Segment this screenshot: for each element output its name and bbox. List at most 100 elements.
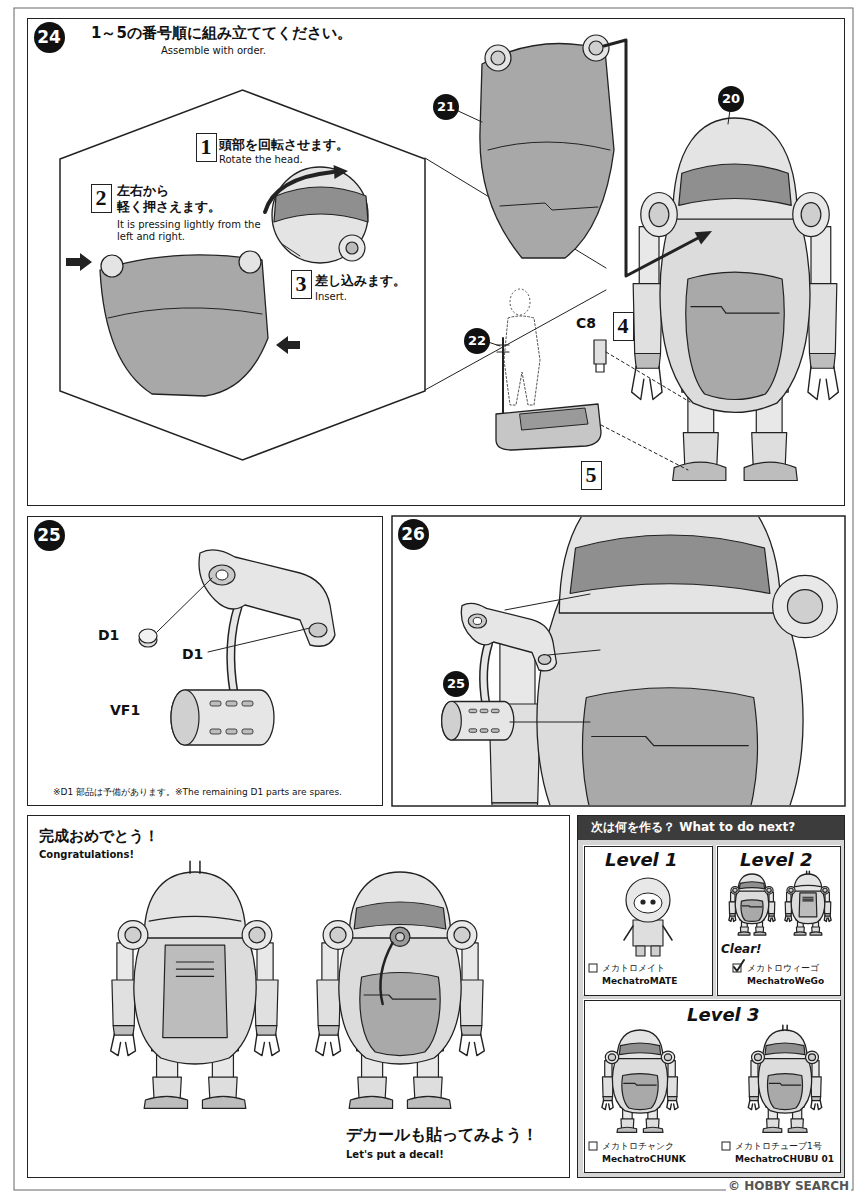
robot-shoulder [808,1054,815,1061]
instruction-text: MechatroCHUNK [602,1154,686,1165]
robot-claw [811,1100,822,1109]
armor-ring [101,255,123,277]
robot-shoulder [641,193,677,237]
panel-line [769,1083,800,1085]
checkbox [722,1142,730,1150]
robot-head [272,167,368,263]
order-box: 4 [613,312,634,341]
robot-head [144,872,246,938]
panel-line [108,308,262,318]
heading-band [577,815,845,840]
step-number: 24 [37,28,61,47]
robot-forearm [602,1077,613,1097]
instruction-text: メカトロチャンク [602,1141,674,1152]
hose-outline [231,607,238,693]
hose-outline [484,643,489,703]
robot-shoulder [118,921,148,950]
robot-forearm [811,1077,821,1097]
harness-part [442,603,557,740]
robot-claw [808,366,838,399]
checkbox [589,1142,597,1150]
instruction-text: Clear! [721,942,762,956]
robot-foot [144,1096,187,1108]
robot-shoulder [806,1051,819,1063]
robot-antenna [807,871,810,874]
callout-number: 22 [468,334,486,348]
harness-ring [209,565,235,585]
order-number: 2 [96,186,107,210]
part-number: VF1 [110,702,140,719]
cylinder-end [442,702,462,741]
robot-wrist [809,354,835,369]
instruction-text: 左右から 軽く押さえます。 [117,183,229,214]
robot-body [537,594,803,806]
panel-line [488,142,610,150]
robot-foot [788,1127,807,1132]
step-panel: Level 1メカトロメイトMechatroMATE [584,846,713,996]
step-panel: 25※D1 部品は予備があります。※The remaining D1 parts… [27,516,383,806]
robot-visor [570,535,770,594]
panel-line [282,244,300,256]
head-band [795,885,820,886]
harness-yoke [199,550,335,646]
cylinder-vent [210,701,221,706]
robot-shoulder [767,888,771,892]
card-ground [583,999,840,1172]
hexagon-outline [60,90,425,460]
armor-part [100,255,268,396]
harness-ring [309,623,327,637]
callout-number: 21 [437,100,455,114]
robot-foot [202,1096,245,1108]
robot-body [758,1055,811,1114]
robot-shoulder [323,921,353,950]
robot-front-plate [686,272,784,399]
panel-line [592,737,749,746]
robot-claw [255,1034,280,1056]
order-box: 5 [581,461,602,490]
leader-line [510,722,590,723]
mate-figure [624,878,672,956]
step-26-art [442,517,838,805]
order-number: 1 [201,135,212,159]
robot-shoulder [789,888,793,892]
instruction-text: 差し込みます。 [315,273,406,289]
step-25-art [139,550,335,745]
robot-foot [744,462,797,480]
step-circle: 25 [34,520,65,551]
head-ring [339,235,365,261]
check-mark [734,960,744,971]
head-ring [346,242,358,254]
robot-claw [460,1034,485,1056]
armor-ring [491,51,505,65]
leader-line [505,594,590,610]
robot-shoulder [608,1054,615,1061]
mate-arm [624,926,672,940]
instruction-text: 完成おめでとう！ [39,827,159,845]
robot-foot [738,932,750,935]
armor-ring [583,35,609,61]
robot-claw [729,916,736,922]
robot-body [735,889,769,924]
stand-grip [497,345,509,352]
harness-part [171,550,335,745]
stand-base [496,404,601,450]
leader-line [208,628,310,652]
robot-wrist [749,1097,758,1101]
robot-forearm [112,980,136,1026]
robot-front-plate [622,1074,658,1110]
robot-front-plate [768,1074,803,1110]
instruction-text: 頭部を回転させます。 [219,137,349,153]
robot-foot [643,1127,663,1132]
robot-visor [354,902,446,929]
step-number: 26 [401,525,425,544]
cylinder-part [171,690,274,745]
order-number: 5 [586,463,597,487]
robot-front-view [316,872,485,1108]
cylinder-vent [469,729,477,733]
robot-foot [407,1096,450,1108]
robot-wrist [603,1097,613,1101]
step-circle: 26 [398,519,429,550]
robot-body [339,929,461,1064]
watermark: © HOBBY SEARCH [726,1179,851,1193]
armor-ring [239,251,261,273]
